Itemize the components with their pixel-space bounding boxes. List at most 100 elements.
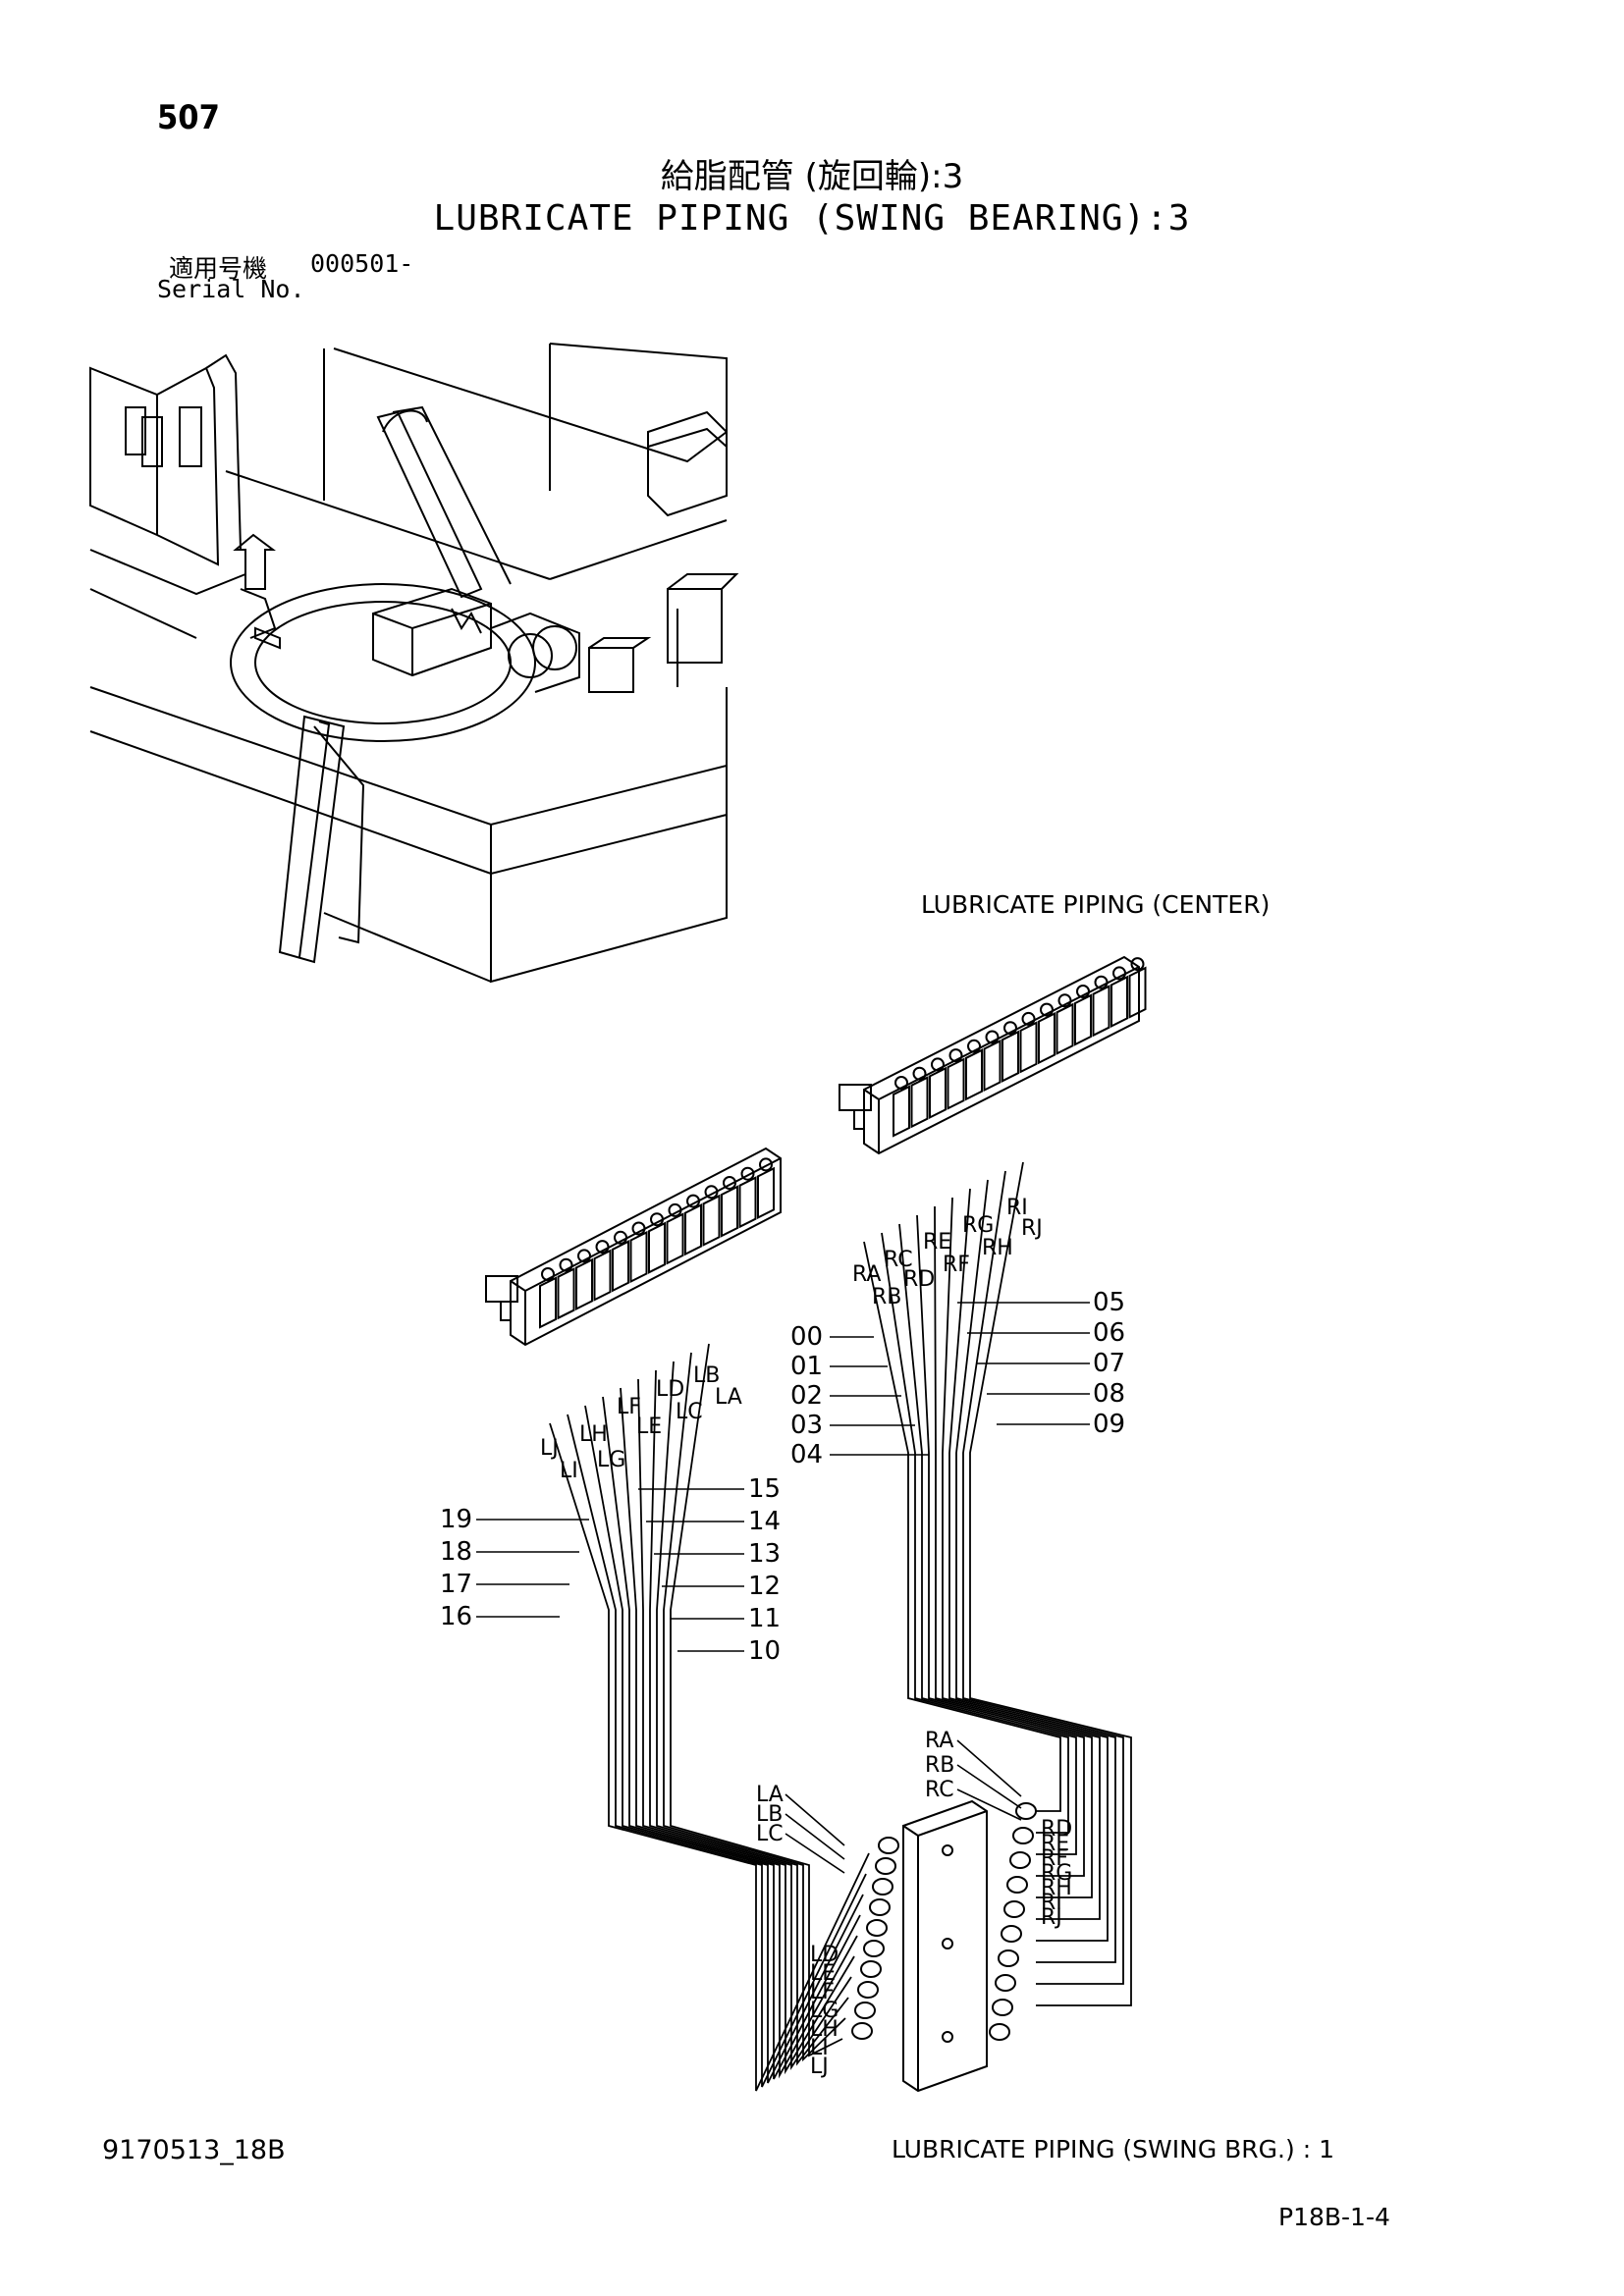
hose-right [881,1232,1069,1834]
left-fitting [875,1857,896,1875]
valve-fitting [1076,985,1090,998]
swing-port-label-ri: RI [1041,1891,1062,1915]
valve-block [721,1185,738,1238]
swing-port-label-lf: LF [810,1980,835,2004]
valve-block [965,1048,983,1101]
swing-port-label-rh: RH [1041,1876,1072,1900]
port-label-rg: RG [962,1213,994,1238]
valve-fitting [686,1194,700,1208]
hose-number-07: 07 [1093,1349,1125,1378]
swing-port-label-ra: RA [925,1729,953,1753]
machine-overview-drawing [89,343,739,984]
hose-left [584,1405,864,2084]
right-fitting [1015,1802,1037,1820]
right-fitting [1003,1900,1025,1918]
valve-block [612,1240,629,1293]
hose-right [942,1197,1101,1920]
leader-line [785,1833,845,1874]
left-fitting [869,1898,891,1916]
hose-number-16: 16 [440,1602,472,1631]
valve-fitting [1112,966,1126,981]
hose-number-17: 17 [440,1570,472,1599]
port-label-la: LA [715,1385,742,1410]
port-label-lh: LH [579,1422,608,1447]
serial-value: 000501- [310,249,414,278]
valve-block [575,1257,593,1311]
left-fitting [851,2022,873,2040]
port-label-rf: RF [943,1253,970,1277]
valve-fitting [967,1039,981,1053]
right-fitting [992,1999,1013,2016]
hose-number-11: 11 [748,1604,781,1633]
swing-port-label-lc: LC [756,1822,784,1846]
valve-block [910,1076,929,1129]
valve-fitting [948,1048,963,1063]
valve-fitting [614,1230,627,1245]
valve-block [947,1057,965,1110]
swing-port-label-la: LA [756,1783,784,1807]
left-fitting [878,1837,899,1854]
port-label-lb: LB [693,1363,720,1388]
page-reference: P18B-1-4 [1278,2203,1390,2231]
hose-number-04: 04 [790,1440,823,1469]
valve-block [738,1176,757,1229]
valve-fitting [704,1185,719,1200]
hose-number-14: 14 [748,1507,781,1536]
valve-block [1110,975,1128,1029]
valve-block [593,1249,612,1302]
caption-center: LUBRICATE PIPING (CENTER) [921,890,1270,919]
valve-block [929,1066,947,1120]
valve-fitting [740,1166,755,1181]
port-label-rd: RD [903,1267,935,1292]
serial-label-japanese: 適用号機 [169,254,268,283]
valve-fitting [631,1221,646,1236]
leader-line [956,1789,1022,1821]
left-fitting [860,1960,882,1978]
swing-port-label-lj: LJ [810,2055,829,2079]
left-fitting [866,1919,888,1937]
port-label-rh: RH [982,1236,1013,1260]
port-label-ra: RA [852,1262,881,1287]
hose-number-08: 08 [1093,1379,1125,1409]
swing-port-label-rd: RD [1041,1817,1072,1842]
valve-fitting [577,1249,591,1263]
right-fitting [1009,1851,1031,1869]
port-label-lg: LG [597,1448,625,1472]
hose-number-01: 01 [790,1352,823,1381]
hose-number-10: 10 [748,1636,781,1666]
valve-fitting [1094,975,1109,989]
page-number: 507 [157,98,220,137]
center-distributor-left [485,1147,782,1347]
swing-port-label-rc: RC [925,1778,954,1802]
valve-block [1128,966,1147,1019]
valve-block [629,1230,648,1284]
valve-block [1092,985,1110,1038]
hose-right [863,1241,1061,1812]
hose-left [649,1369,852,2070]
left-fitting [872,1878,893,1896]
swing-port-label-rf: RF [1041,1846,1068,1871]
hose-number-19: 19 [440,1505,472,1534]
hose-number-05: 05 [1093,1288,1125,1317]
hose-left [549,1422,870,2092]
leader-line [785,1793,845,1846]
hose-left [602,1396,861,2080]
valve-block [1038,1011,1056,1065]
right-fitting [995,1974,1016,1992]
valve-block [1056,1002,1074,1055]
hose-right [969,1161,1132,2006]
port-label-ri: RI [1006,1196,1028,1220]
hose-number-02: 02 [790,1381,823,1411]
title-japanese: 給脂配管 (旋回輪):3 [660,157,964,196]
valve-fitting [559,1257,573,1272]
hose-right [934,1205,1093,1898]
valve-block [893,1085,910,1138]
right-fitting [998,1949,1019,1967]
document-code: 9170513_18B [102,2135,286,2165]
valve-fitting [650,1212,664,1227]
hose-number-13: 13 [748,1539,781,1569]
swing-bearing-distributor [851,1799,1037,2093]
hose-left [620,1387,858,2079]
right-fitting [1001,1925,1022,1943]
